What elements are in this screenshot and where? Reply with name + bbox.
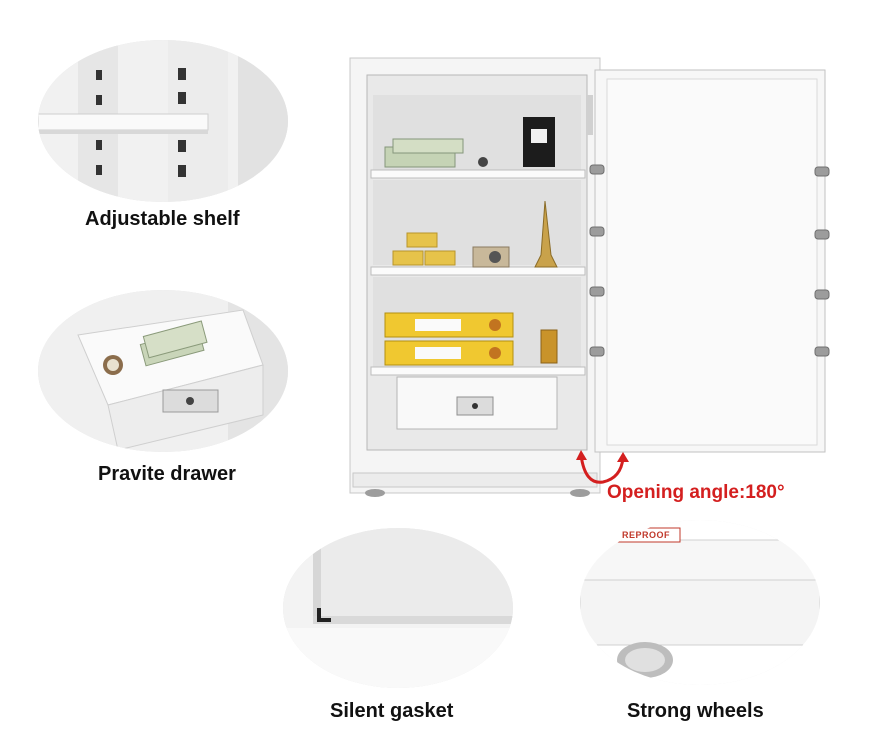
- arrow-curve-icon: [576, 450, 629, 484]
- wheel-illustration: [580, 520, 820, 685]
- shelf-rail-illustration: [38, 40, 288, 202]
- door-hinge-icon: [587, 95, 593, 135]
- silent-gasket-caption: Silent gasket: [330, 700, 454, 722]
- opening-angle-label: Opening angle:180°: [607, 482, 785, 503]
- adjustable-shelf-caption: Adjustable shelf: [85, 208, 240, 230]
- strong-wheels-caption: Strong wheels: [627, 700, 764, 722]
- silent-gasket-detail-image: [283, 528, 513, 688]
- private-drawer-detail-image: [38, 290, 288, 452]
- drawer-illustration: [38, 290, 288, 452]
- safe-illustration: [349, 57, 830, 497]
- fireproof-stamp: REPROOF: [622, 530, 671, 540]
- private-drawer-caption: Pravite drawer: [98, 463, 236, 485]
- gasket-illustration: [283, 528, 513, 688]
- strong-wheels-detail-image: [580, 520, 820, 685]
- adjustable-shelf-detail-image: [38, 40, 288, 202]
